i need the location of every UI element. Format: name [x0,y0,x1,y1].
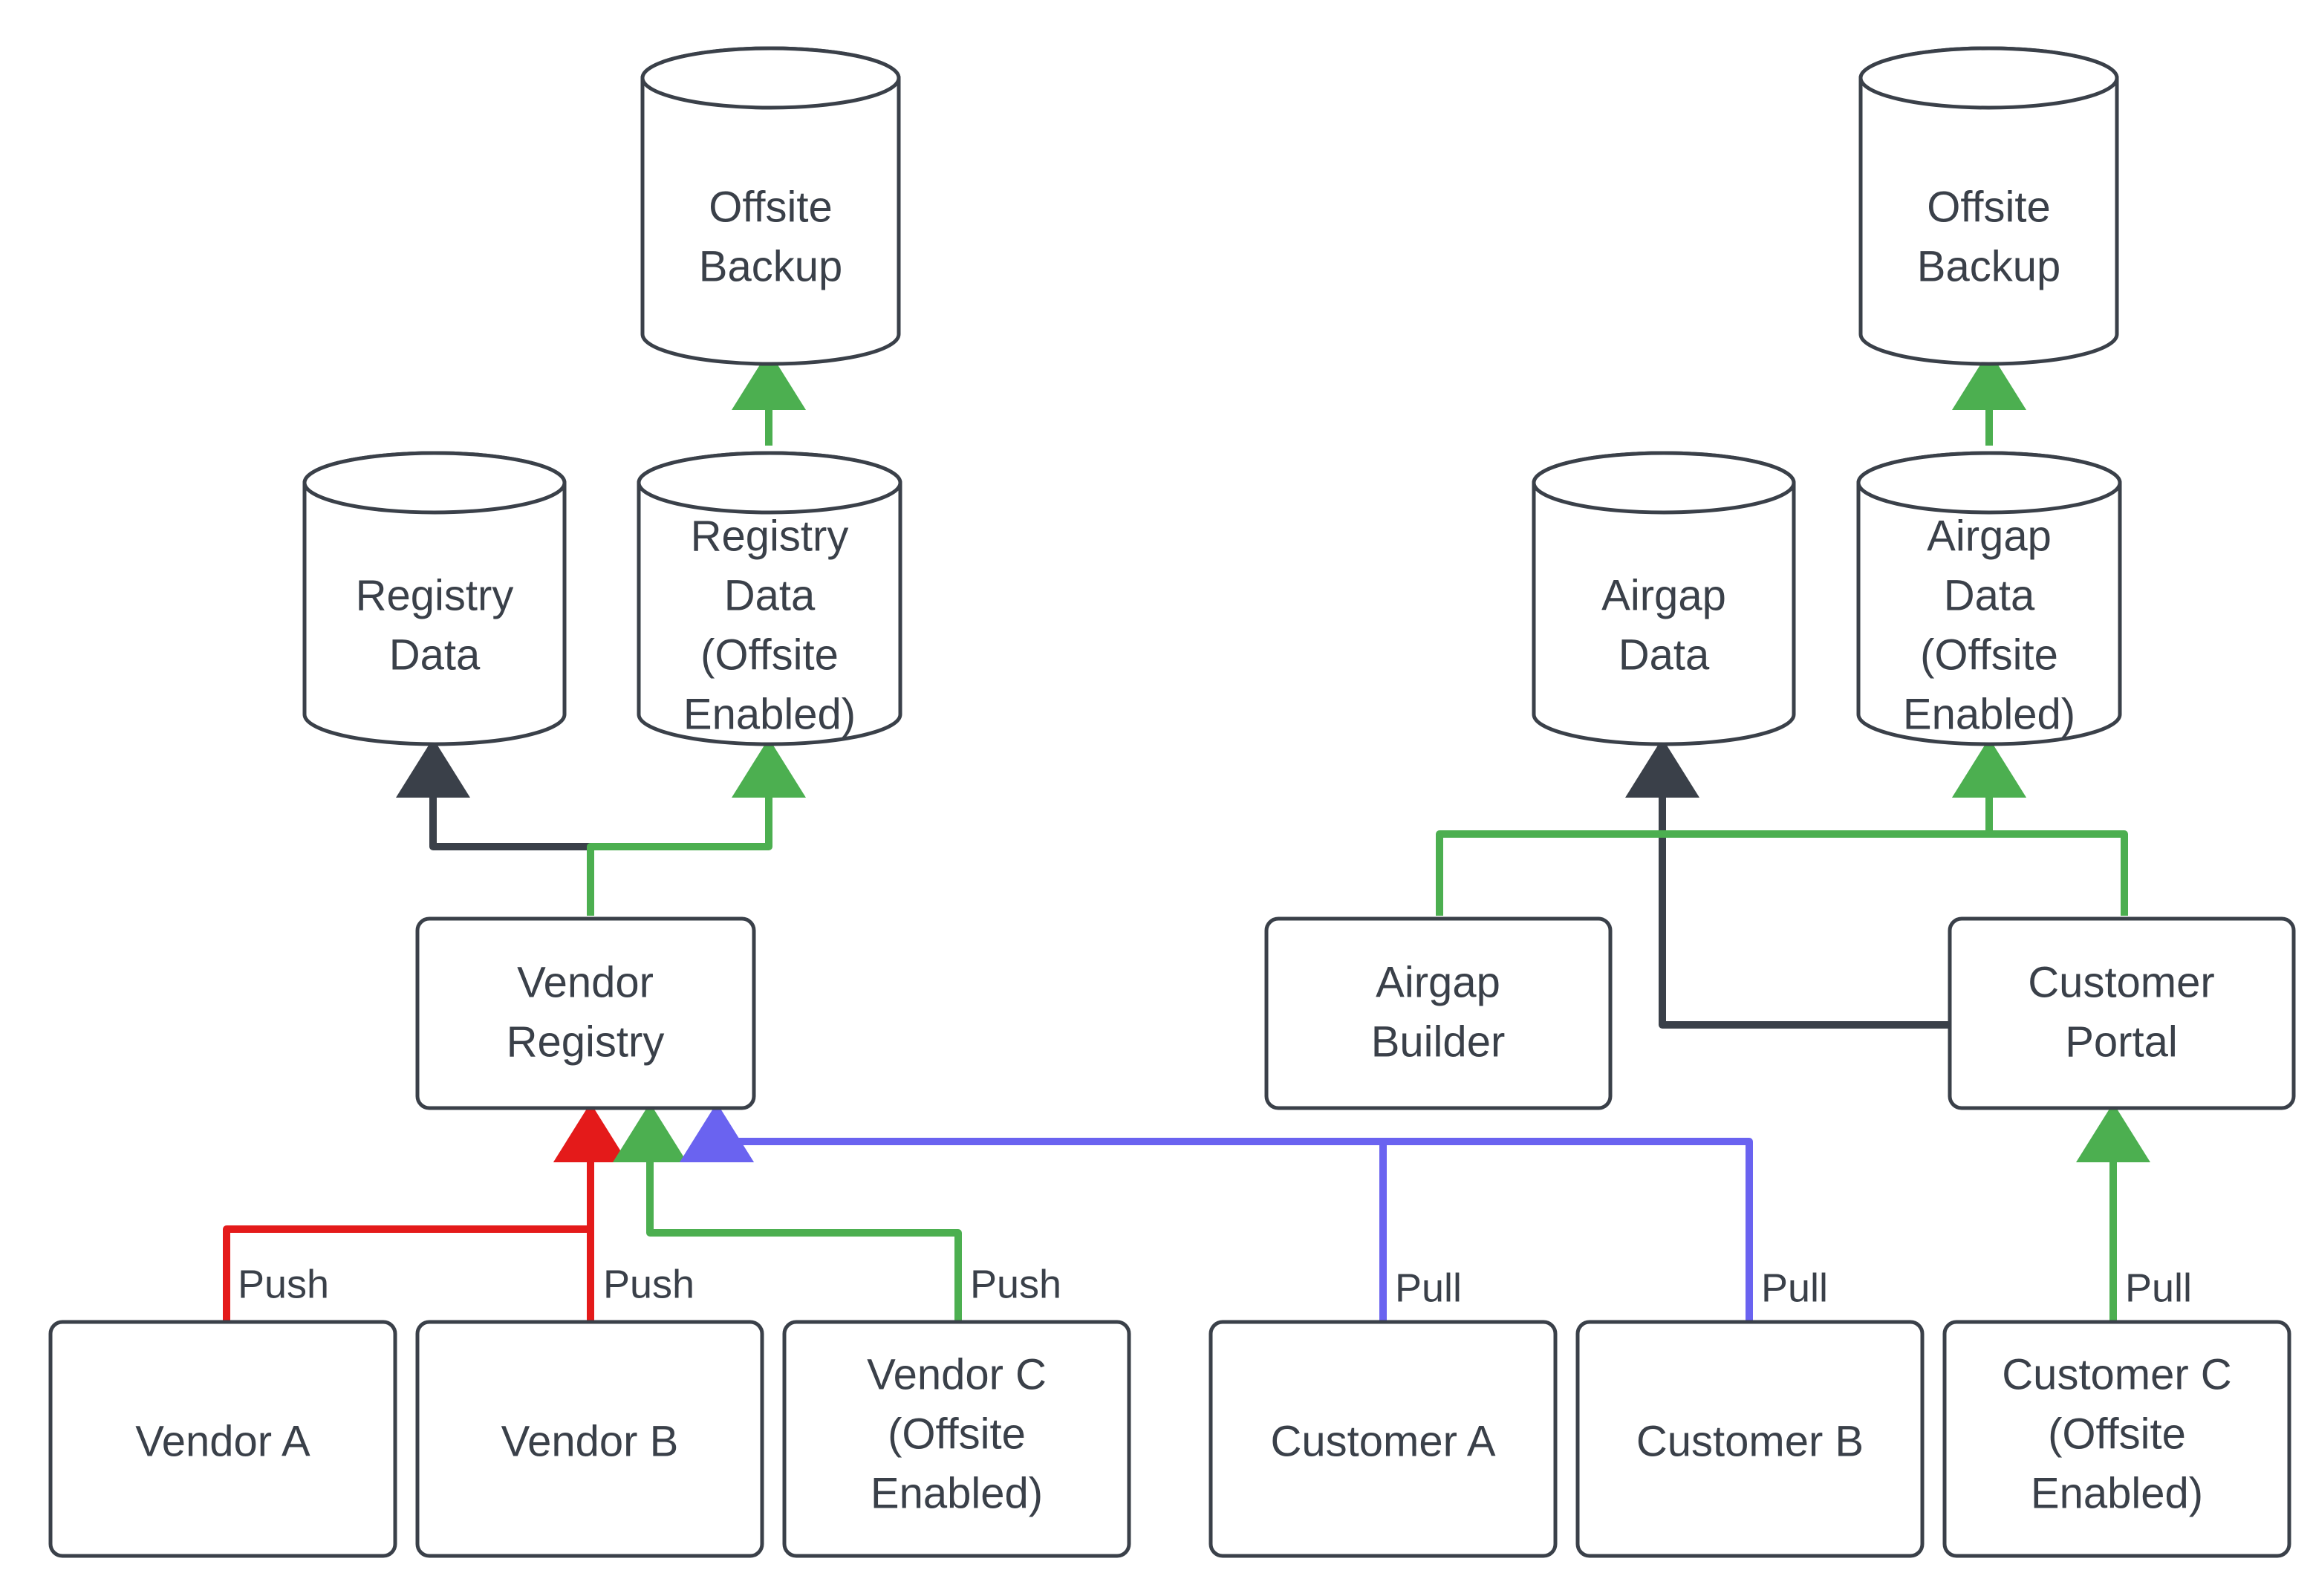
node-airgap-data-offsite[interactable]: Airgap Data (Offsite Enabled) [1856,451,2122,746]
node-box [1948,916,2296,1110]
node-customer-a[interactable]: Customer A [1208,1320,1558,1558]
node-label-line-1: Customer A [1271,1417,1496,1465]
node-label-line-1: Airgap [1601,571,1726,619]
cylinder-top [1858,46,2119,110]
node-offsite-backup-left[interactable]: Offsite Backup [640,46,901,366]
edge-vendor-registry-to-registry-data [396,737,594,916]
edge-label-pull-3: Pull [2125,1266,2192,1310]
cylinder-top [302,451,567,515]
node-box [1942,1320,2291,1558]
edge-label-pull-2: Pull [1761,1266,1828,1310]
node-label-line-3: Enabled) [871,1469,1043,1517]
node-box [48,1320,397,1558]
cylinder-top [1856,451,2122,515]
node-label-line-1: Offsite [1927,183,2051,231]
node-label-line-2: Builder [1371,1017,1506,1066]
node-label-line-1: Customer [2028,958,2214,1006]
node-label-line-4: Enabled) [683,690,856,738]
node-registry-data-offsite[interactable]: Registry Data (Offsite Enabled) [637,451,902,746]
node-label-line-1: Registry [356,571,514,619]
edge-airgap-builder-to-airgap-data-offsite [1436,737,2026,916]
node-customer-c[interactable]: Customer C (Offsite Enabled) [1942,1320,2291,1558]
node-vendor-a[interactable]: Vendor A [48,1320,397,1558]
node-box [1575,1320,1925,1558]
node-label-line-1: Vendor B [501,1417,679,1465]
node-airgap-data[interactable]: Airgap Data [1532,451,1796,746]
node-label-line-2: Registry [507,1017,665,1066]
edge-label-push-1: Push [238,1262,329,1306]
node-offsite-backup-right[interactable]: Offsite Backup [1858,46,2119,366]
node-label-line-1: Vendor [517,958,654,1006]
node-customer-b[interactable]: Customer B [1575,1320,1925,1558]
node-label-line-2: Backup [1917,242,2060,290]
cylinder-top [637,451,902,515]
node-label-line-1: Customer C [2002,1350,2231,1398]
edge-customer-portal-to-airgap-data [1625,737,1950,1029]
edge-customer-b-to-vendor-registry [680,1102,1753,1322]
node-label-line-4: Enabled) [1903,690,2075,738]
node-box [1208,1320,1558,1558]
edge-label-pull-1: Pull [1395,1266,1462,1310]
node-label-line-3: (Offsite [1920,631,2058,679]
node-label-line-3: (Offsite [700,631,839,679]
node-label-line-1: Offsite [709,183,833,231]
edge-label-push-2: Push [603,1262,694,1306]
node-label-line-1: Registry [691,512,849,560]
cylinder-top [1532,451,1796,515]
edge-label-push-3: Push [970,1262,1061,1306]
node-label-line-2: Data [389,631,481,679]
node-vendor-b[interactable]: Vendor B [415,1320,764,1558]
node-label-line-2: (Offsite [2048,1410,2186,1458]
node-label-line-1: Customer B [1636,1417,1864,1465]
node-label-line-2: (Offsite [888,1410,1026,1458]
node-label-line-2: Data [1944,571,2035,619]
node-box [1264,916,1613,1110]
edge-customer-portal-to-airgap-data-offsite [1952,737,2128,916]
node-vendor-registry[interactable]: Vendor Registry [415,916,756,1110]
cylinder-top [640,46,901,110]
node-box [415,916,756,1110]
node-vendor-c[interactable]: Vendor C (Offsite Enabled) [782,1320,1131,1558]
node-registry-data[interactable]: Registry Data [302,451,567,746]
node-customer-portal[interactable]: Customer Portal [1948,916,2296,1110]
node-label-line-1: Airgap [1376,958,1500,1006]
node-label-line-1: Airgap [1927,512,2052,560]
node-box [415,1320,764,1558]
node-label-line-2: Data [1619,631,1710,679]
node-label-line-1: Vendor C [867,1350,1047,1398]
node-label-line-2: Data [724,571,816,619]
node-label-line-2: Backup [699,242,842,290]
node-airgap-builder[interactable]: Airgap Builder [1264,916,1613,1110]
node-label-line-2: Portal [2065,1017,2178,1066]
edge-vendor-registry-to-registry-data-offsite [587,737,806,916]
node-label-line-1: Vendor A [135,1417,310,1465]
edge-vendor-c-to-vendor-registry [613,1102,962,1322]
node-label-line-3: Enabled) [2031,1469,2203,1517]
node-box [782,1320,1131,1558]
